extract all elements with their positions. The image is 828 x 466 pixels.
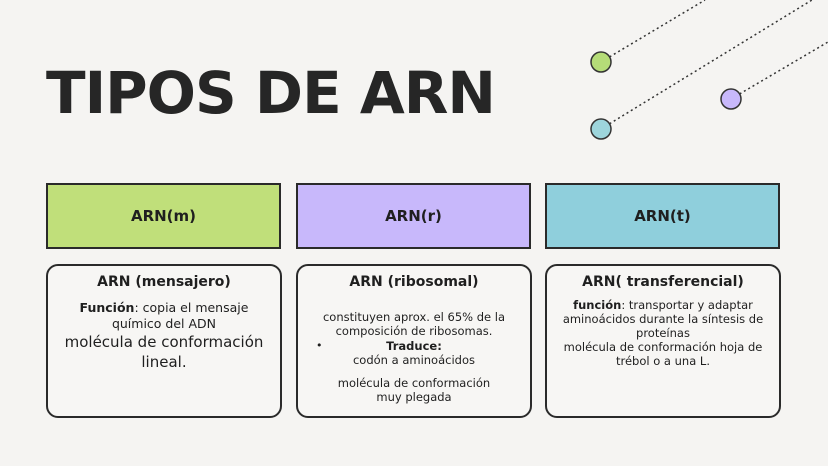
card-arn-ribosomal: ARN (ribosomal) constituyen aprox. el 65… [296, 264, 532, 418]
page-title: TIPOS DE ARN [46, 59, 496, 127]
purple-dot [720, 88, 742, 110]
traduce-item: • Traduce: codón a aminoácidos [306, 339, 522, 367]
function-desc: : transportar y adaptar aminoácidos dura… [562, 298, 764, 340]
header-arn-r: ARN(r) [296, 183, 531, 249]
molecule-text: molécula de conformación hoja de trébol … [563, 340, 763, 368]
molecule-text: molécula de conformación lineal. [64, 333, 264, 371]
dotted-line-green [600, 0, 706, 63]
function-desc: : copia el mensaje químico del ADN [111, 300, 249, 331]
card-arn-mensajero: ARN (mensajero) Función: copia el mensaj… [46, 264, 282, 418]
function-text: función: transportar y adaptar aminoácid… [555, 298, 771, 340]
traduce-desc: codón a aminoácidos [352, 353, 475, 367]
blue-dot [590, 118, 612, 140]
function-text: Función: copia el mensaje químico del AD… [56, 300, 272, 332]
traduce-label: Traduce: [386, 339, 442, 353]
dotted-line-blue [600, 0, 813, 130]
header-arn-m: ARN(m) [46, 183, 281, 249]
card-title: ARN (mensajero) [97, 274, 231, 290]
card-title: ARN (ribosomal) [349, 274, 479, 290]
green-dot [590, 51, 612, 73]
card-arn-transferencial: ARN( transferencial) función: transporta… [545, 264, 781, 418]
composition-text: constituyen aprox. el 65% de la composic… [322, 310, 505, 338]
function-label: función [573, 298, 622, 312]
bullet: • [316, 339, 323, 352]
molecule-text: molécula de conformación muy plegada [337, 376, 491, 404]
dotted-line-purple [730, 41, 828, 100]
function-label: Función [79, 300, 135, 315]
header-arn-t: ARN(t) [545, 183, 780, 249]
card-title: ARN( transferencial) [582, 274, 744, 290]
